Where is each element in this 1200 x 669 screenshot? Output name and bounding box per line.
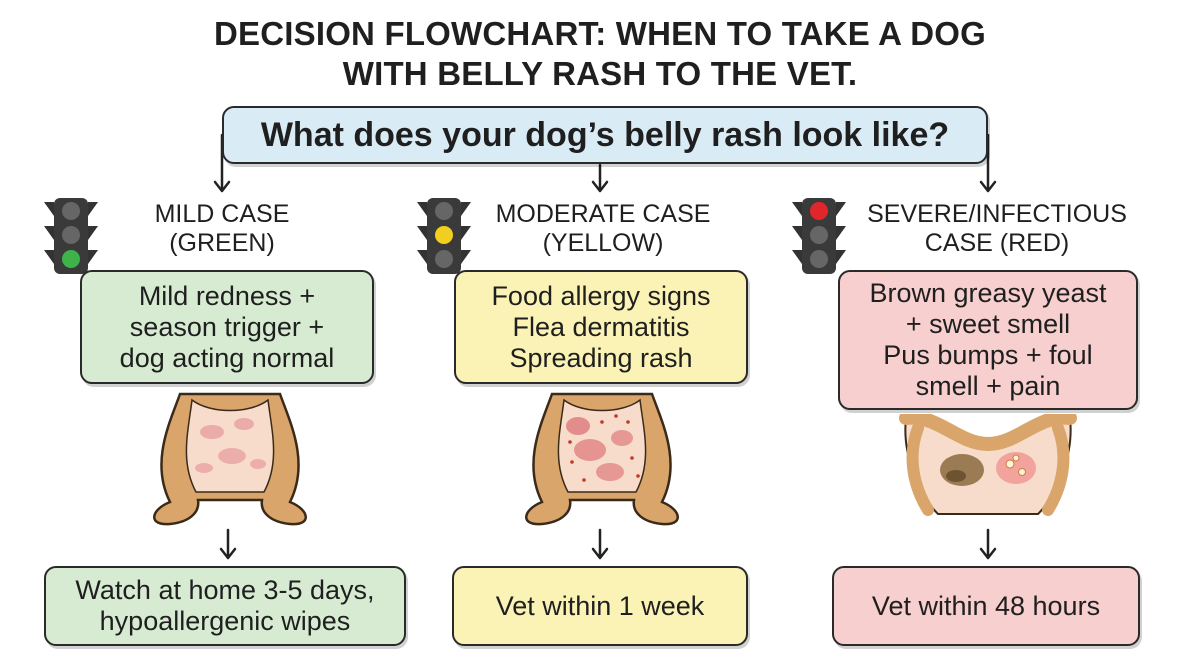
action-box-moderate: Vet within 1 week [452, 566, 748, 646]
page-title: DECISION FLOWCHART: WHEN TO TAKE A DOG W… [0, 14, 1200, 94]
symptoms-box-mild: Mild redness + season trigger + dog acti… [80, 270, 374, 384]
dog-belly-illustration-mild [153, 392, 307, 526]
action-box-mild: Watch at home 3-5 days, hypoallergenic w… [44, 566, 406, 646]
traffic-light-icon [417, 198, 471, 274]
dog-belly-illustration-severe [899, 414, 1077, 516]
arrow-down-icon [979, 180, 997, 193]
title-line-2: WITH BELLY RASH TO THE VET. [342, 55, 858, 92]
symptoms-box-severe: Brown greasy yeast + sweet smell Pus bum… [838, 270, 1138, 410]
case-label-severe: SEVERE/INFECTIOUS CASE (RED) [867, 200, 1127, 257]
green-light [62, 250, 80, 268]
red-light [810, 202, 828, 220]
question-box: What does your dog’s belly rash look lik… [222, 106, 988, 164]
case-label-moderate: MODERATE CASE (YELLOW) [495, 200, 711, 257]
question-text: What does your dog’s belly rash look lik… [260, 115, 950, 154]
dog-belly-illustration-moderate [525, 392, 679, 526]
arrow-down-icon [219, 528, 237, 560]
symptoms-box-moderate: Food allergy signs Flea dermatitis Sprea… [454, 270, 748, 384]
arrow-down-icon [213, 180, 231, 193]
arrow-down-icon [979, 528, 997, 560]
yellow-light [435, 226, 453, 244]
case-label-mild: MILD CASE (GREEN) [154, 200, 290, 257]
traffic-light-icon [44, 198, 98, 274]
arrow-down-icon [591, 528, 609, 560]
action-box-severe: Vet within 48 hours [832, 566, 1140, 646]
title-line-1: DECISION FLOWCHART: WHEN TO TAKE A DOG [213, 15, 987, 52]
arrow-down-icon [591, 180, 609, 193]
traffic-light-icon [792, 198, 846, 274]
